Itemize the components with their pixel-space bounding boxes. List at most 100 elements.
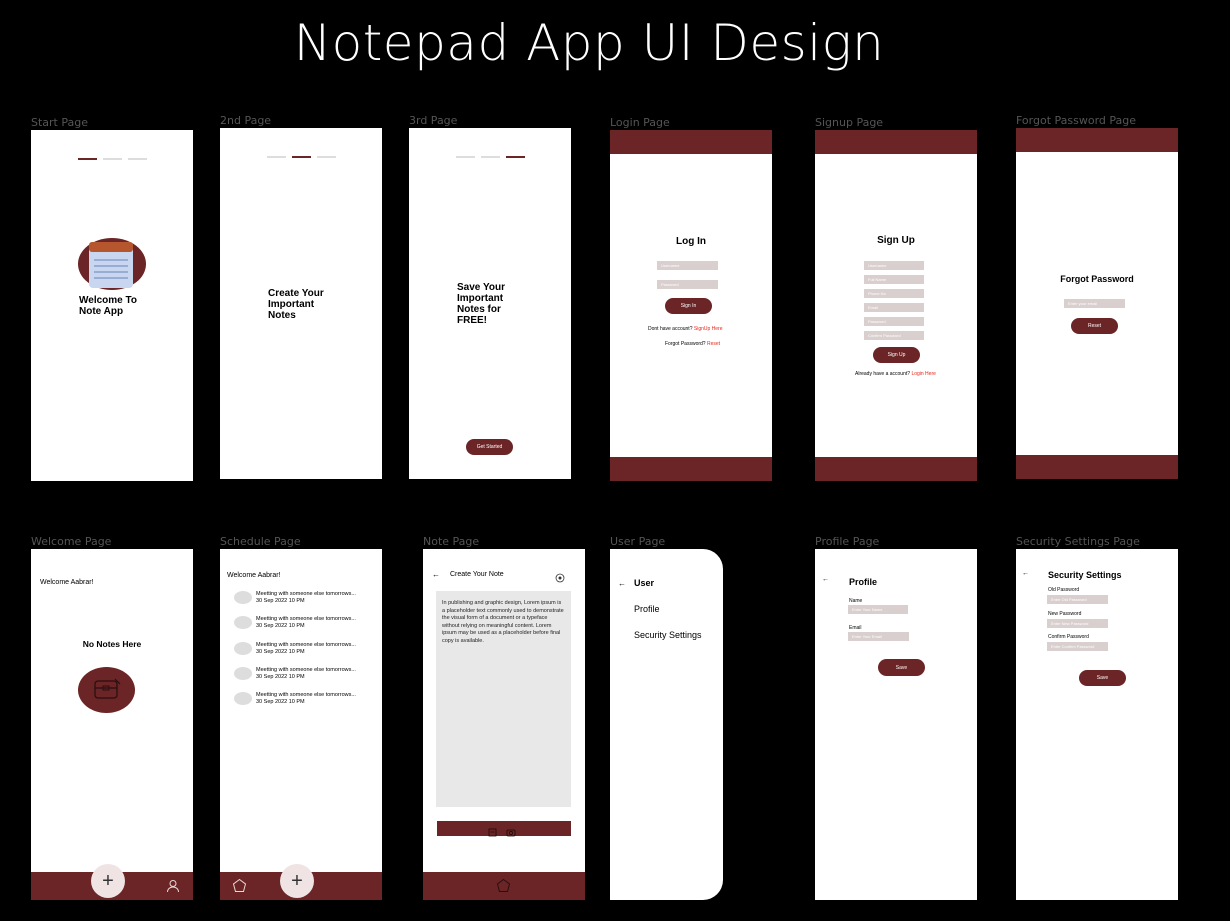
avatar bbox=[234, 591, 252, 604]
profile-heading: Profile bbox=[849, 577, 878, 587]
footer-bar bbox=[815, 457, 977, 481]
header-bar bbox=[815, 130, 977, 154]
greeting: Welcome Aabrar! bbox=[227, 572, 281, 579]
back-arrow-icon[interactable]: ← bbox=[822, 576, 829, 583]
login-screen: Log In Username Password Sign In Dont ha… bbox=[610, 130, 772, 481]
back-arrow-icon[interactable]: ← bbox=[1022, 570, 1029, 577]
frame-label-note: Note Page bbox=[423, 535, 480, 548]
frame-label-welcome: Welcome Page bbox=[31, 535, 112, 548]
camera-icon[interactable] bbox=[506, 824, 516, 842]
signup-email-field[interactable]: Email bbox=[864, 303, 924, 312]
notepad-icon bbox=[78, 238, 146, 290]
add-note-button[interactable]: + bbox=[280, 864, 314, 898]
signup-confirm-field[interactable]: Confirm Password bbox=[864, 331, 924, 340]
menu-item-profile[interactable]: Profile bbox=[634, 604, 660, 614]
profile-screen: ← Profile Name Enter Your Name Email Ent… bbox=[815, 549, 977, 900]
save-button[interactable]: Save bbox=[1079, 670, 1126, 686]
list-item[interactable]: Meetting with someone else tomorrows...3… bbox=[234, 616, 356, 629]
note-heading: Create Your Note bbox=[450, 571, 504, 578]
sign-up-button[interactable]: Sign Up bbox=[873, 347, 920, 363]
email-label: Email bbox=[849, 625, 862, 631]
signup-password-field[interactable]: Password bbox=[864, 317, 924, 326]
signup-link[interactable]: SignUp Here bbox=[693, 326, 723, 332]
reset-email-field[interactable]: Enter your email bbox=[1064, 299, 1125, 308]
security-heading: Security Settings bbox=[1048, 570, 1122, 580]
password-field[interactable]: Password bbox=[657, 280, 718, 289]
bottom-nav bbox=[423, 872, 585, 900]
signup-fullname-field[interactable]: Full Name bbox=[864, 275, 924, 284]
header-bar bbox=[1016, 128, 1178, 152]
note-screen: ← Create Your Note In publishing and gra… bbox=[423, 549, 585, 900]
signup-screen: Sign Up Username Full Name Phone No Emai… bbox=[815, 130, 977, 481]
username-field[interactable]: Username bbox=[657, 261, 718, 270]
signup-heading: Sign Up bbox=[877, 235, 915, 246]
user-heading: User bbox=[634, 578, 655, 588]
list-item[interactable]: Meetting with someone else tomorrows...3… bbox=[234, 591, 356, 604]
pager-dots bbox=[220, 156, 382, 158]
frame-label-second: 2nd Page bbox=[220, 114, 272, 127]
back-arrow-icon[interactable]: ← bbox=[618, 579, 626, 588]
avatar bbox=[234, 642, 252, 655]
reset-button[interactable]: Reset bbox=[1071, 318, 1118, 334]
user-icon[interactable] bbox=[166, 879, 180, 898]
list-item[interactable]: Meetting with someone else tomorrows...3… bbox=[234, 642, 356, 655]
frame-label-signup: Signup Page bbox=[815, 116, 884, 129]
avatar bbox=[234, 692, 252, 705]
save-circle-icon[interactable] bbox=[555, 570, 565, 588]
note-body: In publishing and graphic design, Lorem … bbox=[442, 600, 564, 644]
menu-item-security-settings[interactable]: Security Settings bbox=[634, 630, 702, 640]
name-label: Name bbox=[849, 598, 863, 604]
avatar bbox=[234, 616, 252, 629]
list-item[interactable]: Meetting with someone else tomorrows...3… bbox=[234, 667, 356, 680]
login-prompt: Already have a account? Login Here bbox=[855, 371, 936, 377]
confirm-password-label: Confirm Password bbox=[1048, 634, 1089, 640]
footer-bar bbox=[610, 457, 772, 481]
name-field[interactable]: Enter Your Name bbox=[848, 605, 908, 614]
back-arrow-icon[interactable]: ← bbox=[432, 570, 440, 579]
frame-label-security: Security Settings Page bbox=[1016, 535, 1140, 548]
reset-link[interactable]: Reset bbox=[706, 341, 721, 347]
login-link[interactable]: Login Here bbox=[911, 371, 936, 377]
new-password-label: New Password bbox=[1048, 611, 1082, 617]
pager-dots bbox=[409, 156, 571, 158]
signup-username-field[interactable]: Username bbox=[864, 261, 924, 270]
home-icon[interactable] bbox=[496, 878, 511, 898]
home-icon[interactable] bbox=[232, 878, 247, 898]
footer-bar bbox=[1016, 455, 1178, 479]
security-screen: ← Security Settings Old Password Enter O… bbox=[1016, 549, 1178, 900]
empty-box-icon bbox=[78, 667, 135, 713]
frame-label-third: 3rd Page bbox=[409, 114, 458, 127]
confirm-password-field[interactable]: Enter Confirm Password bbox=[1047, 642, 1108, 651]
old-password-field[interactable]: Enter Old Password bbox=[1047, 595, 1108, 604]
list-item[interactable]: Meetting with someone else tomorrows...3… bbox=[234, 692, 356, 705]
sign-in-button[interactable]: Sign In bbox=[665, 298, 712, 314]
forgot-heading: Forgot Password bbox=[1060, 274, 1134, 284]
note-toolbar bbox=[437, 821, 571, 837]
welcome-screen: Welcome Aabrar! No Notes Here + bbox=[31, 549, 193, 900]
note-editor[interactable]: In publishing and graphic design, Lorem … bbox=[436, 591, 571, 807]
image-icon[interactable] bbox=[488, 824, 497, 842]
get-started-button[interactable]: Get Started bbox=[466, 439, 513, 455]
email-field[interactable]: Enter Your Email bbox=[848, 632, 909, 641]
save-button[interactable]: Save bbox=[878, 659, 925, 676]
new-password-field[interactable]: Enter New Password bbox=[1047, 619, 1108, 628]
greeting: Welcome Aabrar! bbox=[40, 579, 94, 586]
frame-label-user: User Page bbox=[610, 535, 666, 548]
frame-label-profile: Profile Page bbox=[815, 535, 880, 548]
signup-phone-field[interactable]: Phone No bbox=[864, 289, 924, 298]
add-note-button[interactable]: + bbox=[91, 864, 125, 898]
pager-dots bbox=[31, 158, 193, 160]
schedule-screen: Welcome Aabrar! Meetting with someone el… bbox=[220, 549, 382, 900]
avatar bbox=[234, 667, 252, 680]
forgot-prompt: Forgot Password? Reset bbox=[665, 341, 721, 347]
frame-label-schedule: Schedule Page bbox=[220, 535, 301, 548]
frame-label-forgot: Forgot Password Page bbox=[1016, 114, 1137, 127]
forgot-screen: Forgot Password Enter your email Reset bbox=[1016, 128, 1178, 479]
signup-prompt: Dont have account? SignUp Here bbox=[648, 326, 723, 332]
